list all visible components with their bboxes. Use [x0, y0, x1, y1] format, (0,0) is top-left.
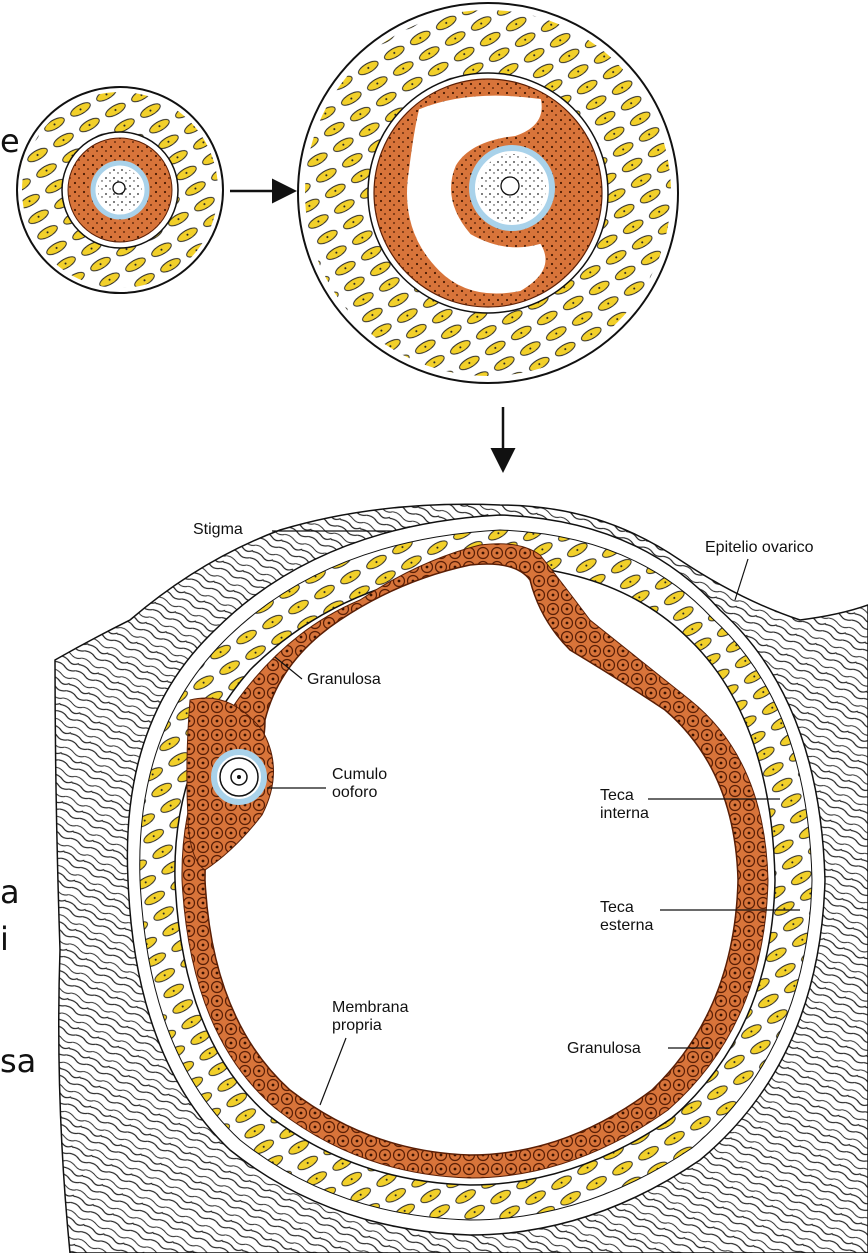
label-membrana-2: propria — [332, 1017, 382, 1034]
label-membrana-1: Membrana — [332, 999, 409, 1016]
slide-fragment-3: i — [0, 920, 9, 958]
label-epitelio-ovarico: Epitelio ovarico — [705, 539, 814, 556]
label-cumulo-1: Cumulo — [332, 766, 387, 783]
label-teca-interna-2: interna — [600, 805, 649, 822]
small-follicle — [17, 87, 223, 293]
label-granulosa-right: Granulosa — [567, 1040, 641, 1057]
label-granulosa-top: Granulosa — [307, 671, 381, 688]
mature-follicle — [55, 504, 868, 1253]
slide-fragment-4: sa — [0, 1042, 36, 1080]
label-stigma: Stigma — [193, 521, 243, 538]
label-teca-esterna-2: esterna — [600, 917, 653, 934]
label-teca-esterna-1: Teca — [600, 899, 634, 916]
slide-fragment-1: e — [0, 122, 20, 160]
medium-follicle — [298, 3, 678, 383]
slide-fragment-2: a — [0, 873, 20, 911]
label-cumulo-2: ooforo — [332, 784, 377, 801]
label-teca-interna-1: Teca — [600, 787, 634, 804]
